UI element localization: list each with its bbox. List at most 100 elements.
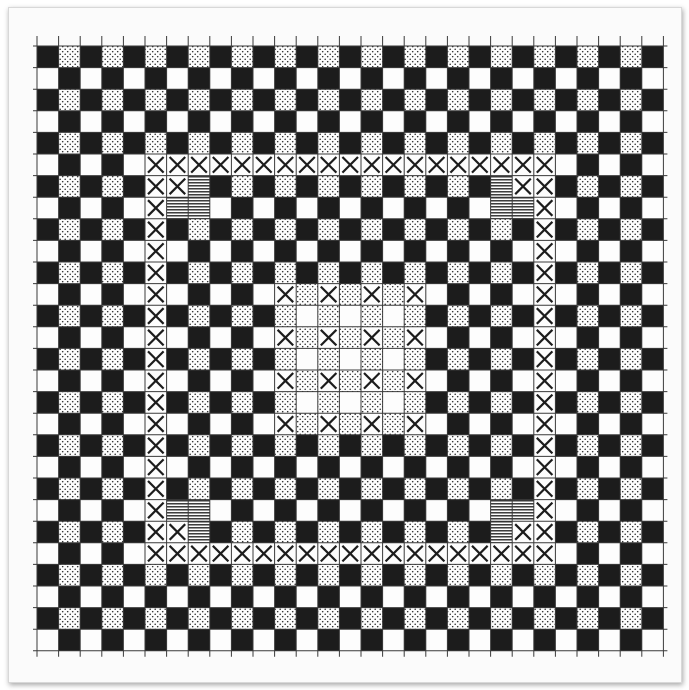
grid-cell: [491, 132, 513, 154]
cell-stipple: [383, 370, 405, 392]
grid-cell: [37, 89, 59, 111]
grid-cell: [469, 305, 491, 327]
cell-stipple: [59, 608, 81, 630]
cell-stipple: [577, 392, 599, 414]
cell-black: [59, 240, 81, 262]
grid-cell: [469, 132, 491, 154]
grid-cell: [145, 413, 167, 435]
cell-black: [123, 348, 145, 370]
cell-black: [555, 305, 577, 327]
cell-black: [404, 197, 426, 219]
grid-cell: [145, 478, 167, 500]
grid-cell: [426, 46, 448, 68]
grid-cell: [599, 111, 621, 133]
grid-cell: [469, 478, 491, 500]
cell-white: [599, 240, 621, 262]
cell-black: [642, 89, 664, 111]
cell-black: [210, 89, 232, 111]
grid-cell: [642, 219, 664, 241]
grid-cell: [577, 543, 599, 565]
cell-black: [577, 543, 599, 565]
grid-cell: [447, 219, 469, 241]
grid-cell: [577, 629, 599, 651]
cell-stipple: [447, 564, 469, 586]
cell-stipple: [491, 305, 513, 327]
grid-cell: [426, 478, 448, 500]
grid-cell: [318, 305, 340, 327]
cell-white: [555, 370, 577, 392]
cell-white: [296, 586, 318, 608]
grid-cell: [102, 68, 124, 90]
cell-black: [253, 478, 275, 500]
grid-cell: [296, 262, 318, 284]
cell-stipple: [318, 262, 340, 284]
grid-cell: [102, 478, 124, 500]
grid-cell: [253, 176, 275, 198]
cell-black: [80, 219, 102, 241]
grid-cell: [620, 348, 642, 370]
cell-black: [512, 305, 534, 327]
grid-cell: [37, 132, 59, 154]
grid-cell: [167, 629, 189, 651]
grid-cell: [145, 89, 167, 111]
grid-cell: [577, 219, 599, 241]
cell-black: [383, 478, 405, 500]
grid-cell: [512, 478, 534, 500]
grid-cell: [426, 219, 448, 241]
grid-cell: [339, 435, 361, 457]
grid-cell: [145, 500, 167, 522]
cell-white: [469, 240, 491, 262]
grid-cell: [642, 586, 664, 608]
cell-black: [599, 262, 621, 284]
grid-cell: [275, 176, 297, 198]
cell-black: [210, 392, 232, 414]
grid-cell: [167, 132, 189, 154]
cell-white: [339, 197, 361, 219]
grid-cell: [599, 219, 621, 241]
cell-black: [318, 197, 340, 219]
grid-cell: [577, 478, 599, 500]
cell-stipple: [404, 348, 426, 370]
cell-black: [253, 46, 275, 68]
grid-cell: [534, 586, 556, 608]
cell-stipple: [404, 262, 426, 284]
cell-stipple: [59, 262, 81, 284]
cell-stipple: [59, 176, 81, 198]
cell-stipple: [404, 176, 426, 198]
grid-cell: [577, 68, 599, 90]
cell-black: [599, 46, 621, 68]
cell-black: [59, 370, 81, 392]
cell-black: [123, 132, 145, 154]
grid-cell: [167, 68, 189, 90]
cell-black: [383, 435, 405, 457]
cell-white: [210, 500, 232, 522]
grid-cell: [123, 197, 145, 219]
cell-black: [37, 478, 59, 500]
grid-cell: [210, 111, 232, 133]
grid-cell: [80, 543, 102, 565]
cell-white: [37, 240, 59, 262]
cell-black: [599, 305, 621, 327]
grid-cell: [167, 543, 189, 565]
cell-black: [512, 392, 534, 414]
grid-cell: [145, 543, 167, 565]
grid-cell: [59, 154, 81, 176]
grid-cell: [59, 500, 81, 522]
cell-black: [577, 111, 599, 133]
cell-stipple: [491, 478, 513, 500]
cell-black: [145, 586, 167, 608]
grid-cell: [231, 176, 253, 198]
cell-black: [555, 348, 577, 370]
grid-cell: [167, 435, 189, 457]
grid-cell: [275, 284, 297, 306]
grid-cell: [59, 456, 81, 478]
grid-cell: [339, 111, 361, 133]
grid-cell: [361, 392, 383, 414]
cell-black: [642, 348, 664, 370]
cell-black: [80, 132, 102, 154]
cell-black: [210, 521, 232, 543]
cell-white: [123, 586, 145, 608]
cell-stipple: [620, 608, 642, 630]
cell-stipple: [447, 89, 469, 111]
grid-cell: [383, 564, 405, 586]
